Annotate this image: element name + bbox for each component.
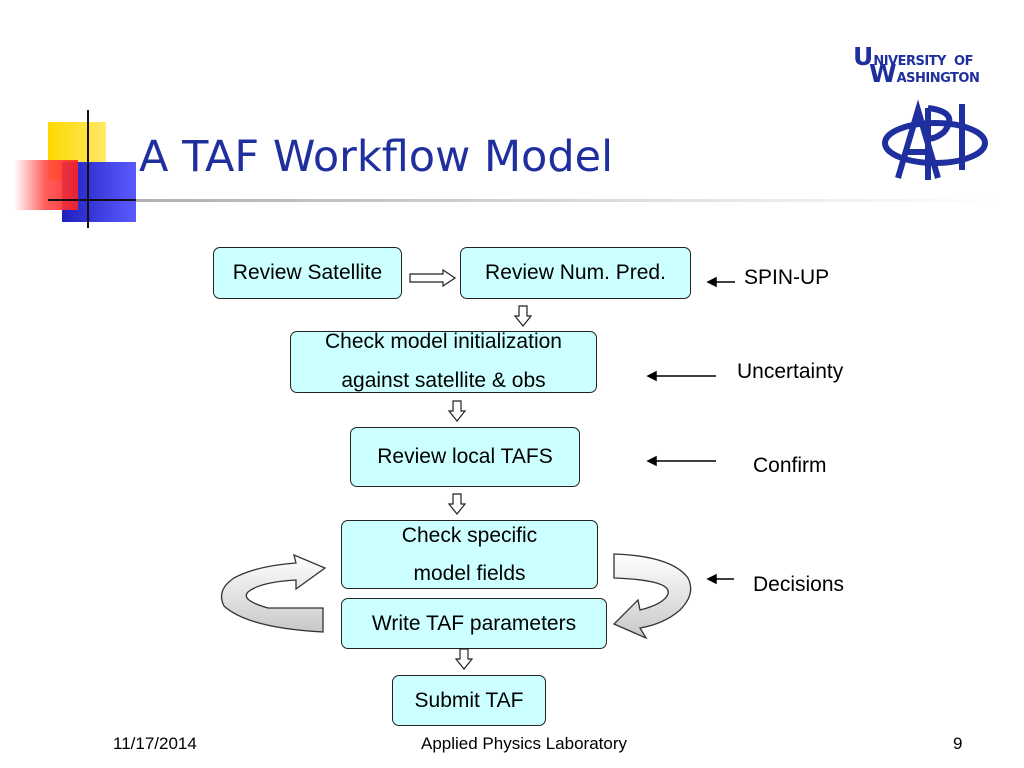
- step-label-line-1: Check specific: [401, 523, 538, 547]
- step-label-line-1: Check model initialization: [325, 330, 562, 354]
- down-arrow-1: [513, 305, 533, 327]
- logo-line-2: WASHINGTON: [869, 59, 980, 88]
- title-decoration: [14, 110, 140, 228]
- step-label: Review Satellite: [232, 261, 383, 285]
- step-check-specific-model-fields: Check specific model fields: [341, 520, 598, 589]
- annotation-confirm: Confirm: [753, 454, 827, 477]
- step-label: Review local TAFS: [377, 445, 553, 469]
- step-label: Write TAF parameters: [371, 611, 577, 635]
- loop-arrow-left: [220, 553, 327, 633]
- footer-center-text: Applied Physics Laboratory: [421, 734, 628, 753]
- loop-arrow-right: [612, 553, 692, 640]
- annotation-decisions: Decisions: [753, 573, 845, 596]
- step-label: Review Num. Pred.: [485, 261, 666, 285]
- arrow-satellite-to-numpred: [409, 268, 457, 288]
- down-arrow-2: [447, 400, 467, 422]
- university-logo-text: UNIVERSITY OF WASHINGTON: [853, 42, 980, 88]
- title-underline: [136, 199, 1000, 202]
- footer-page-number: 9: [953, 734, 963, 753]
- annotation-spin-up: SPIN-UP: [744, 266, 830, 289]
- step-write-taf-parameters: Write TAF parameters: [341, 598, 607, 649]
- apl-logo-icon: [882, 99, 988, 180]
- slide-title: A TAF Workflow Model: [139, 132, 614, 182]
- step-submit-taf: Submit TAF: [392, 675, 546, 726]
- footer-date: 11/17/2014: [113, 734, 197, 753]
- deco-red-square: [14, 160, 78, 210]
- step-label: Submit TAF: [414, 688, 524, 712]
- step-label-line-2: model fields: [413, 561, 526, 585]
- annotation-uncertainty: Uncertainty: [737, 360, 844, 383]
- step-label-line-2: against satellite & obs: [341, 369, 546, 392]
- step-review-satellite: Review Satellite: [213, 247, 402, 299]
- step-check-model-initialization: Check model initialization against satel…: [290, 330, 597, 393]
- step-review-local-tafs: Review local TAFS: [350, 427, 580, 487]
- step-review-num-pred: Review Num. Pred.: [460, 247, 691, 299]
- logo-line-1: UNIVERSITY OF: [853, 42, 973, 71]
- down-arrow-3: [447, 493, 467, 515]
- down-arrow-4: [454, 648, 474, 670]
